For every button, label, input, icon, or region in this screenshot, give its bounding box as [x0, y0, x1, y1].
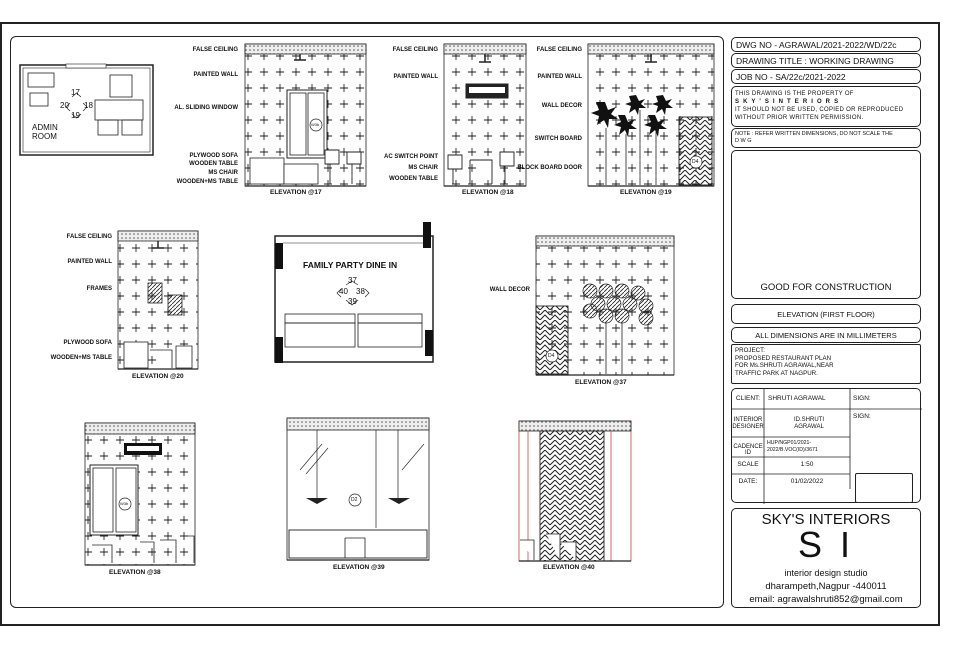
- admin-tag-17: 17: [71, 88, 80, 97]
- e17-label-6: WOODEN+MS TABLE: [176, 179, 238, 185]
- e38-caption: ELEVATION @38: [109, 569, 161, 576]
- tb-row4-label: DATE:: [738, 478, 758, 485]
- tb-row1-label: INTERIOR DESIGNER: [732, 417, 764, 430]
- tb-company-name: SKY'S INTERIORS: [761, 511, 891, 528]
- e39-tag: D2: [351, 497, 358, 503]
- tb-job-no-box: JOB NO - SA/22c/2021-2022: [731, 69, 921, 84]
- family-dine-title: FAMILY PARTY DINE IN: [303, 260, 398, 270]
- sheet-outer-border: [0, 22, 940, 626]
- tb-property-box: THIS DRAWING IS THE PROPERTY OF S K Y ' …: [731, 86, 921, 127]
- e19-label-2: WALL DECOR: [541, 103, 582, 109]
- tb-row0-value: SHRUTI AGRAWAL: [768, 395, 826, 402]
- tb-drawing-title-box: DRAWING TITLE : WORKING DRAWING: [731, 53, 921, 68]
- tb-project-box: PROJECT: PROPOSED RESTAURANT PLAN FOR Ms…: [731, 344, 921, 384]
- tb-row2-label: CADENCE ID: [733, 444, 763, 456]
- e17-label-4: WOODEN TABLE: [189, 161, 238, 167]
- e19-label-3: SWITCH BOARD: [534, 136, 582, 142]
- tb-note-cont: D W G: [735, 138, 752, 144]
- e17-label-3: PLYWOOD SOFA: [189, 153, 238, 159]
- e19-label-0: FALSE CEILING: [536, 47, 582, 53]
- e37-label-0: WALL DECOR: [489, 287, 530, 293]
- e38-window-tag: W3b: [120, 501, 129, 506]
- e40-caption: ELEVATION @40: [543, 564, 595, 571]
- e20-label-2: FRAMES: [86, 286, 112, 292]
- admin-room-label: ADMIN ROOM: [32, 123, 58, 141]
- e17-label-2: AL. SLIDING WINDOW: [174, 105, 238, 111]
- tb-note-box: NOTE : REFER WRITTEN DIMENSIONS, DO NOT …: [731, 128, 921, 148]
- dine-tag-39: 39: [348, 297, 357, 306]
- tb-company-box: SKY'S INTERIORS S I interior design stud…: [731, 508, 921, 608]
- dine-tag-37: 37: [348, 276, 357, 285]
- tb-project: PROJECT: PROPOSED RESTAURANT PLAN FOR Ms…: [735, 347, 834, 377]
- dine-tag-40: 40: [339, 287, 348, 296]
- tb-email: email: agrawalshruti852@gmail.com: [749, 594, 903, 605]
- tb-dimensions: ALL DIMENSIONS ARE IN MILLIMETERS: [755, 331, 897, 340]
- e17-label-0: FALSE CEILING: [192, 47, 238, 53]
- e17-label-1: PAINTED WALL: [193, 72, 238, 78]
- e20-label-0: FALSE CEILING: [66, 234, 112, 240]
- e18-label-3: MS CHAIR: [408, 165, 438, 171]
- e37-door-tag: D4: [548, 353, 555, 359]
- tb-drawing-title: DRAWING TITLE : WORKING DRAWING: [736, 56, 894, 66]
- tb-dimensions-box: ALL DIMENSIONS ARE IN MILLIMETERS: [731, 327, 921, 343]
- admin-tag-19: 19: [71, 111, 80, 120]
- tb-row2-value: HUP/NGP01/2021- 2022/B.VOC(ID)/3671: [767, 440, 818, 453]
- tb-status-box: GOOD FOR CONSTRUCTION: [731, 150, 921, 299]
- tb-logo: S I: [797, 524, 854, 565]
- tb-stamp-box: [855, 473, 913, 503]
- e20-label-1: PAINTED WALL: [67, 259, 112, 265]
- tb-property-3: IT SHOULD NOT BE USED, COPIED OR REPRODU…: [735, 107, 904, 113]
- e20-label-3: PLYWOOD SOFA: [63, 340, 112, 346]
- dine-tag-38: 38: [356, 287, 365, 296]
- drawing-area-border: [10, 36, 724, 608]
- tb-info-table: CLIENT: SHRUTI AGRAWAL SIGN: INTERIOR DE…: [731, 388, 922, 504]
- tb-studio: interior design studio: [784, 568, 868, 578]
- tb-note: NOTE : REFER WRITTEN DIMENSIONS, DO NOT …: [735, 131, 893, 137]
- tb-status: GOOD FOR CONSTRUCTION: [760, 282, 892, 293]
- e18-caption: ELEVATION @18: [462, 189, 514, 196]
- e19-label-4: BLOCK BOARD DOOR: [517, 165, 582, 171]
- e17-window-tag: W3b: [311, 122, 320, 127]
- tb-row1-value: ID.SHRUTI AGRAWAL: [794, 417, 824, 430]
- tb-dwg-no: DWG NO - AGRAWAL/2021-2022/WD/22c: [736, 40, 897, 50]
- e19-door-tag: D4: [692, 159, 699, 165]
- e18-label-0: FALSE CEILING: [392, 47, 438, 53]
- tb-row3-value: 1:50: [800, 461, 814, 468]
- e18-label-1: PAINTED WALL: [393, 74, 438, 80]
- admin-tag-18: 18: [84, 101, 93, 110]
- tb-row0-label: CLIENT:: [735, 395, 761, 402]
- e39-caption: ELEVATION @39: [333, 564, 385, 571]
- e20-label-4: WOODEN+MS TABLE: [50, 355, 112, 361]
- e17-caption: ELEVATION @17: [270, 189, 322, 196]
- admin-tag-20: 20: [60, 101, 69, 110]
- tb-property-1: THIS DRAWING IS THE PROPERTY OF: [735, 91, 854, 97]
- tb-elevation-box: ELEVATION (FIRST FLOOR): [731, 304, 921, 324]
- e20-caption: ELEVATION @20: [132, 373, 184, 380]
- tb-dwg-no-box: DWG NO - AGRAWAL/2021-2022/WD/22c: [731, 37, 921, 52]
- e17-label-5: MS CHAIR: [208, 170, 238, 176]
- e18-label-2: AC SWITCH POINT: [384, 154, 438, 160]
- tb-row1-sign: SIGN:: [853, 413, 871, 420]
- tb-row0-sign: SIGN:: [853, 395, 871, 402]
- e19-caption: ELEVATION @19: [620, 189, 672, 196]
- e18-label-4: WOODEN TABLE: [389, 176, 438, 182]
- e37-caption: ELEVATION @37: [575, 379, 627, 386]
- tb-row3-label: SCALE: [737, 461, 759, 468]
- tb-address: dharampeth,Nagpur -440011: [765, 581, 887, 592]
- tb-property-4: WITHOUT PRIOR WRITTEN PERMISSION.: [735, 115, 864, 121]
- e19-label-1: PAINTED WALL: [537, 74, 582, 80]
- tb-job-no: JOB NO - SA/22c/2021-2022: [736, 72, 846, 82]
- tb-elevation: ELEVATION (FIRST FLOOR): [777, 310, 875, 319]
- tb-property-2: S K Y ' S I N T E R I O R S: [735, 99, 840, 105]
- tb-row4-value: 01/02/2022: [790, 478, 824, 485]
